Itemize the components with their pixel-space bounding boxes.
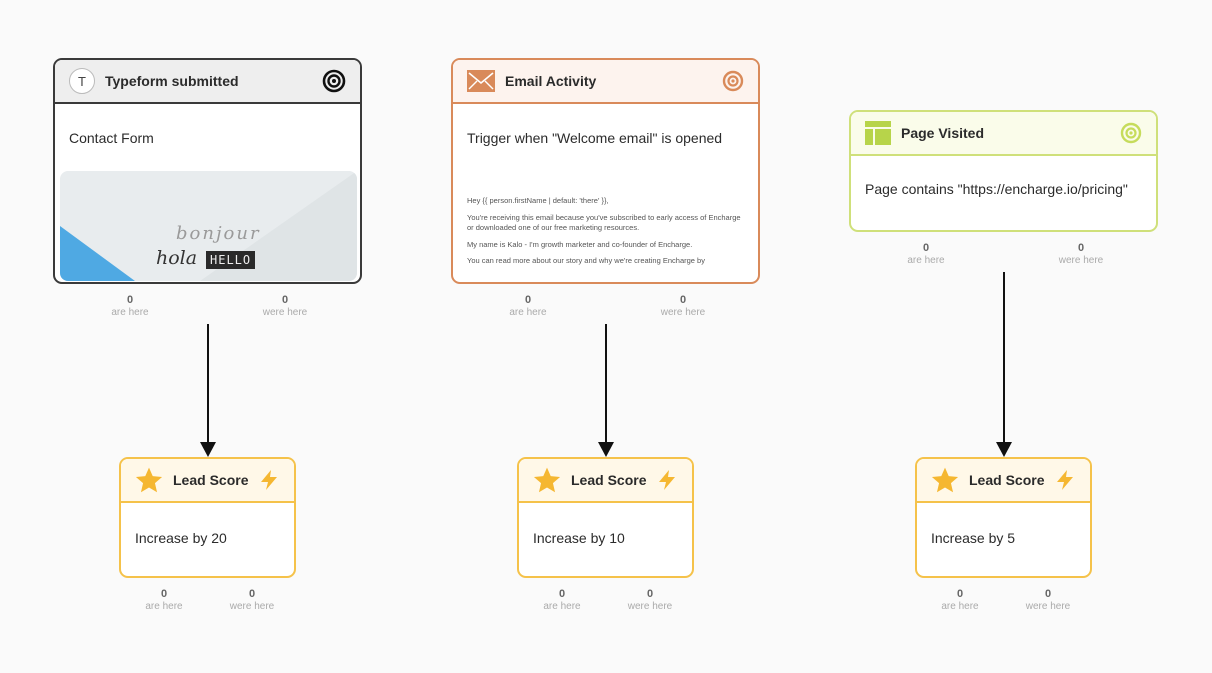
node-header: Lead Score bbox=[519, 459, 692, 503]
node-description: Contact Form bbox=[69, 130, 154, 146]
email-preview: Hey {{ person.firstName | default: 'ther… bbox=[467, 196, 744, 273]
lead-score-action-node[interactable]: Lead Score Increase by 5 bbox=[915, 457, 1092, 578]
node-title: Email Activity bbox=[505, 73, 597, 89]
lightning-bolt-icon bbox=[261, 470, 277, 490]
connector-arrow-page bbox=[996, 272, 1012, 457]
email-preview-line: Hey {{ person.firstName | default: 'ther… bbox=[467, 196, 609, 205]
node-title: Page Visited bbox=[901, 125, 985, 141]
target-icon bbox=[1120, 122, 1142, 144]
preview-text-hola: hola bbox=[156, 247, 198, 269]
node-title: Typeform submitted bbox=[105, 73, 239, 89]
node-description: Increase by 10 bbox=[533, 530, 625, 546]
target-icon bbox=[322, 69, 346, 93]
node-title: Lead Score bbox=[969, 472, 1045, 488]
email-activity-trigger-node[interactable]: Email Activity Trigger when "Welcome ema… bbox=[451, 58, 760, 284]
target-icon bbox=[722, 70, 744, 92]
node-description: Trigger when "Welcome email" is opened bbox=[467, 130, 723, 146]
star-icon bbox=[931, 467, 959, 494]
lightning-bolt-icon bbox=[659, 470, 675, 490]
star-icon bbox=[533, 467, 561, 494]
page-visited-trigger-node[interactable]: Page Visited Page contains "https://ench… bbox=[849, 110, 1158, 232]
lightning-bolt-icon bbox=[1057, 470, 1073, 490]
envelope-icon bbox=[467, 70, 495, 92]
lead-score-action-node[interactable]: Lead Score Increase by 10 bbox=[517, 457, 694, 578]
node-title: Lead Score bbox=[173, 472, 249, 488]
preview-text-hello: HELLO bbox=[206, 251, 256, 269]
lead-score-action-node[interactable]: Lead Score Increase by 20 bbox=[119, 457, 296, 578]
node-header: Lead Score bbox=[917, 459, 1090, 503]
email-preview-line: My name is Kalo - I'm growth marketer an… bbox=[467, 239, 693, 249]
connector-arrow-email bbox=[598, 324, 614, 457]
node-description: Page contains "https://encharge.io/prici… bbox=[865, 181, 1128, 197]
node-header: T Typeform submitted bbox=[55, 60, 360, 104]
node-header: Email Activity bbox=[453, 60, 758, 104]
star-icon bbox=[135, 467, 163, 494]
email-preview-line: You're receiving this email because you'… bbox=[467, 212, 741, 233]
form-preview-image: bonjour hola HELLO bbox=[60, 171, 357, 281]
node-header: Page Visited bbox=[851, 112, 1156, 156]
typeform-trigger-node[interactable]: T Typeform submitted Contact Form bonjou… bbox=[53, 58, 362, 284]
page-layout-icon bbox=[865, 121, 891, 145]
node-header: Lead Score bbox=[121, 459, 294, 503]
node-title: Lead Score bbox=[571, 472, 647, 488]
email-preview-line: You can read more about our story and wh… bbox=[467, 256, 705, 265]
node-description: Increase by 20 bbox=[135, 530, 227, 546]
node-description: Increase by 5 bbox=[931, 530, 1016, 546]
preview-text-bonjour: bonjour bbox=[176, 223, 261, 244]
connector-arrow-typeform bbox=[200, 324, 216, 457]
typeform-logo-icon: T bbox=[69, 68, 95, 94]
